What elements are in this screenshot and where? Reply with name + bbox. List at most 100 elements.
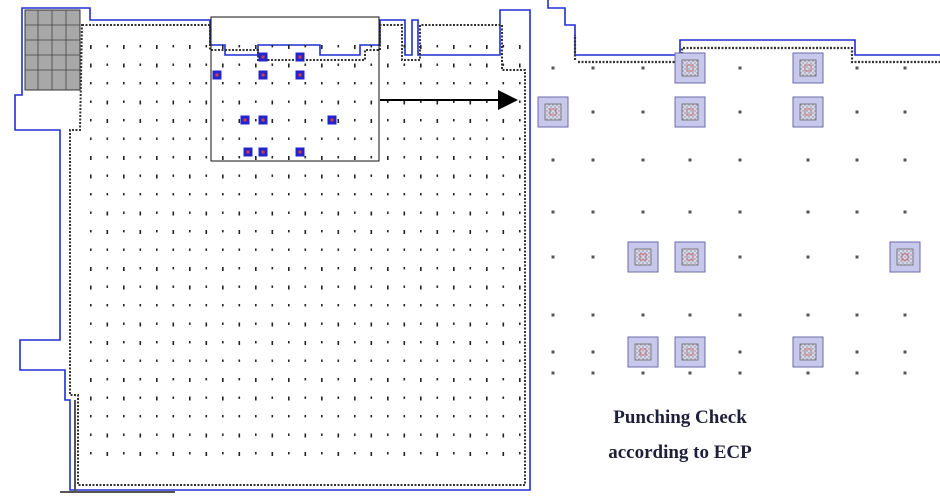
column-mark xyxy=(453,193,455,196)
column-mark xyxy=(189,359,191,362)
column-mark xyxy=(90,378,92,382)
column-mark xyxy=(304,193,307,196)
column-mark xyxy=(106,211,109,216)
column-mark xyxy=(486,248,488,251)
column-mark xyxy=(370,359,373,362)
column-mark xyxy=(106,119,109,123)
column-mark xyxy=(288,359,290,362)
column-mark xyxy=(288,45,290,49)
column-mark xyxy=(321,174,323,179)
column-mark xyxy=(139,452,142,456)
column-mark xyxy=(123,322,125,325)
column-mark xyxy=(106,82,109,85)
column-mark xyxy=(123,433,125,436)
column-mark xyxy=(304,285,307,288)
detail-column-mark xyxy=(591,210,595,214)
column-mark xyxy=(321,248,323,251)
column-mark xyxy=(255,359,257,362)
column-grid xyxy=(90,45,521,456)
detail-column-mark xyxy=(641,313,645,317)
column-mark xyxy=(205,174,208,177)
column-mark xyxy=(304,304,307,307)
column-mark xyxy=(123,137,125,140)
column-mark xyxy=(90,45,92,49)
column-mark xyxy=(172,45,175,48)
column-mark xyxy=(255,119,257,122)
column-mark xyxy=(205,82,208,85)
column-mark xyxy=(387,452,389,455)
column-mark xyxy=(189,100,191,103)
column-mark xyxy=(189,193,191,196)
column-mark xyxy=(238,433,241,438)
flagged-column xyxy=(243,147,253,157)
column-mark xyxy=(90,82,92,85)
column-mark xyxy=(420,415,422,418)
column-mark xyxy=(255,45,257,49)
column-mark xyxy=(106,156,109,159)
column-mark xyxy=(354,341,356,344)
detail-column-mark xyxy=(591,110,595,114)
column-mark xyxy=(288,193,290,196)
column-mark xyxy=(354,304,356,307)
punching-square xyxy=(627,241,659,273)
column-mark xyxy=(453,156,455,160)
column-mark xyxy=(486,193,488,196)
column-mark xyxy=(354,82,356,85)
column-mark xyxy=(420,156,422,160)
column-mark xyxy=(288,285,290,290)
zoom-detail xyxy=(537,0,940,375)
column-mark xyxy=(172,285,175,288)
column-mark xyxy=(337,359,340,362)
column-mark xyxy=(502,378,505,381)
detail-column-mark xyxy=(738,255,742,259)
column-mark xyxy=(370,100,373,105)
building-outline xyxy=(14,7,531,491)
column-mark xyxy=(370,267,373,270)
column-mark xyxy=(420,174,422,179)
column-mark xyxy=(337,137,340,140)
detail-column-mark xyxy=(855,350,859,354)
column-mark xyxy=(189,433,191,436)
column-mark xyxy=(288,341,290,344)
column-mark xyxy=(288,304,290,307)
column-mark xyxy=(156,267,158,271)
column-mark xyxy=(90,211,92,214)
column-mark xyxy=(222,322,224,325)
column-mark xyxy=(139,156,142,159)
caption-subtitle: according to ECP xyxy=(608,442,752,463)
column-mark xyxy=(502,285,505,288)
column-mark xyxy=(436,248,439,251)
column-mark xyxy=(172,211,175,216)
column-mark xyxy=(469,156,472,159)
column-mark xyxy=(189,211,191,214)
column-mark xyxy=(90,304,92,307)
column-mark xyxy=(453,230,455,233)
column-mark xyxy=(420,359,422,362)
column-mark xyxy=(255,341,257,344)
column-mark xyxy=(172,359,175,362)
column-mark xyxy=(436,341,439,345)
detail-column-mark xyxy=(591,255,595,259)
column-mark xyxy=(453,211,455,214)
column-mark xyxy=(420,45,422,49)
column-mark xyxy=(387,378,389,382)
column-mark xyxy=(354,174,356,179)
detail-column-mark xyxy=(738,66,742,70)
column-mark xyxy=(304,378,307,381)
column-mark xyxy=(453,119,455,122)
column-mark xyxy=(189,248,191,251)
column-mark xyxy=(486,100,488,103)
detail-column-mark xyxy=(903,158,907,162)
column-mark xyxy=(222,285,224,290)
column-mark xyxy=(469,63,472,66)
column-mark xyxy=(90,415,92,418)
column-mark xyxy=(90,248,92,251)
column-mark xyxy=(205,100,208,105)
column-mark xyxy=(106,100,109,105)
column-mark xyxy=(106,45,109,48)
column-mark xyxy=(469,174,472,177)
column-mark xyxy=(271,119,274,123)
column-mark xyxy=(222,45,224,49)
column-mark xyxy=(139,100,142,105)
column-mark xyxy=(354,45,356,49)
